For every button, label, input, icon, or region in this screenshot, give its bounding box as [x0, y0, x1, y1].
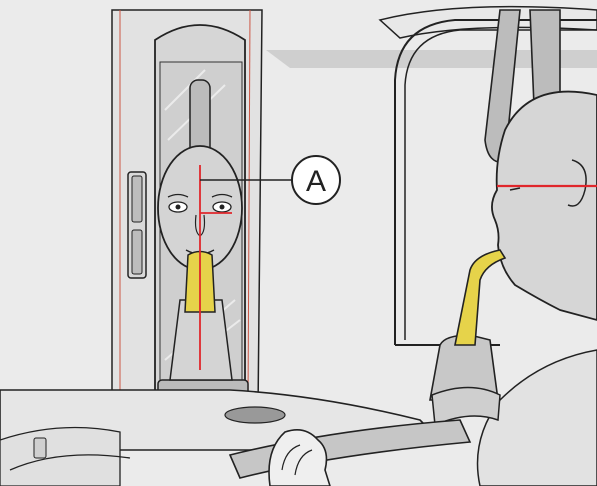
column-slider — [128, 172, 146, 278]
callout-label: A — [306, 165, 326, 198]
